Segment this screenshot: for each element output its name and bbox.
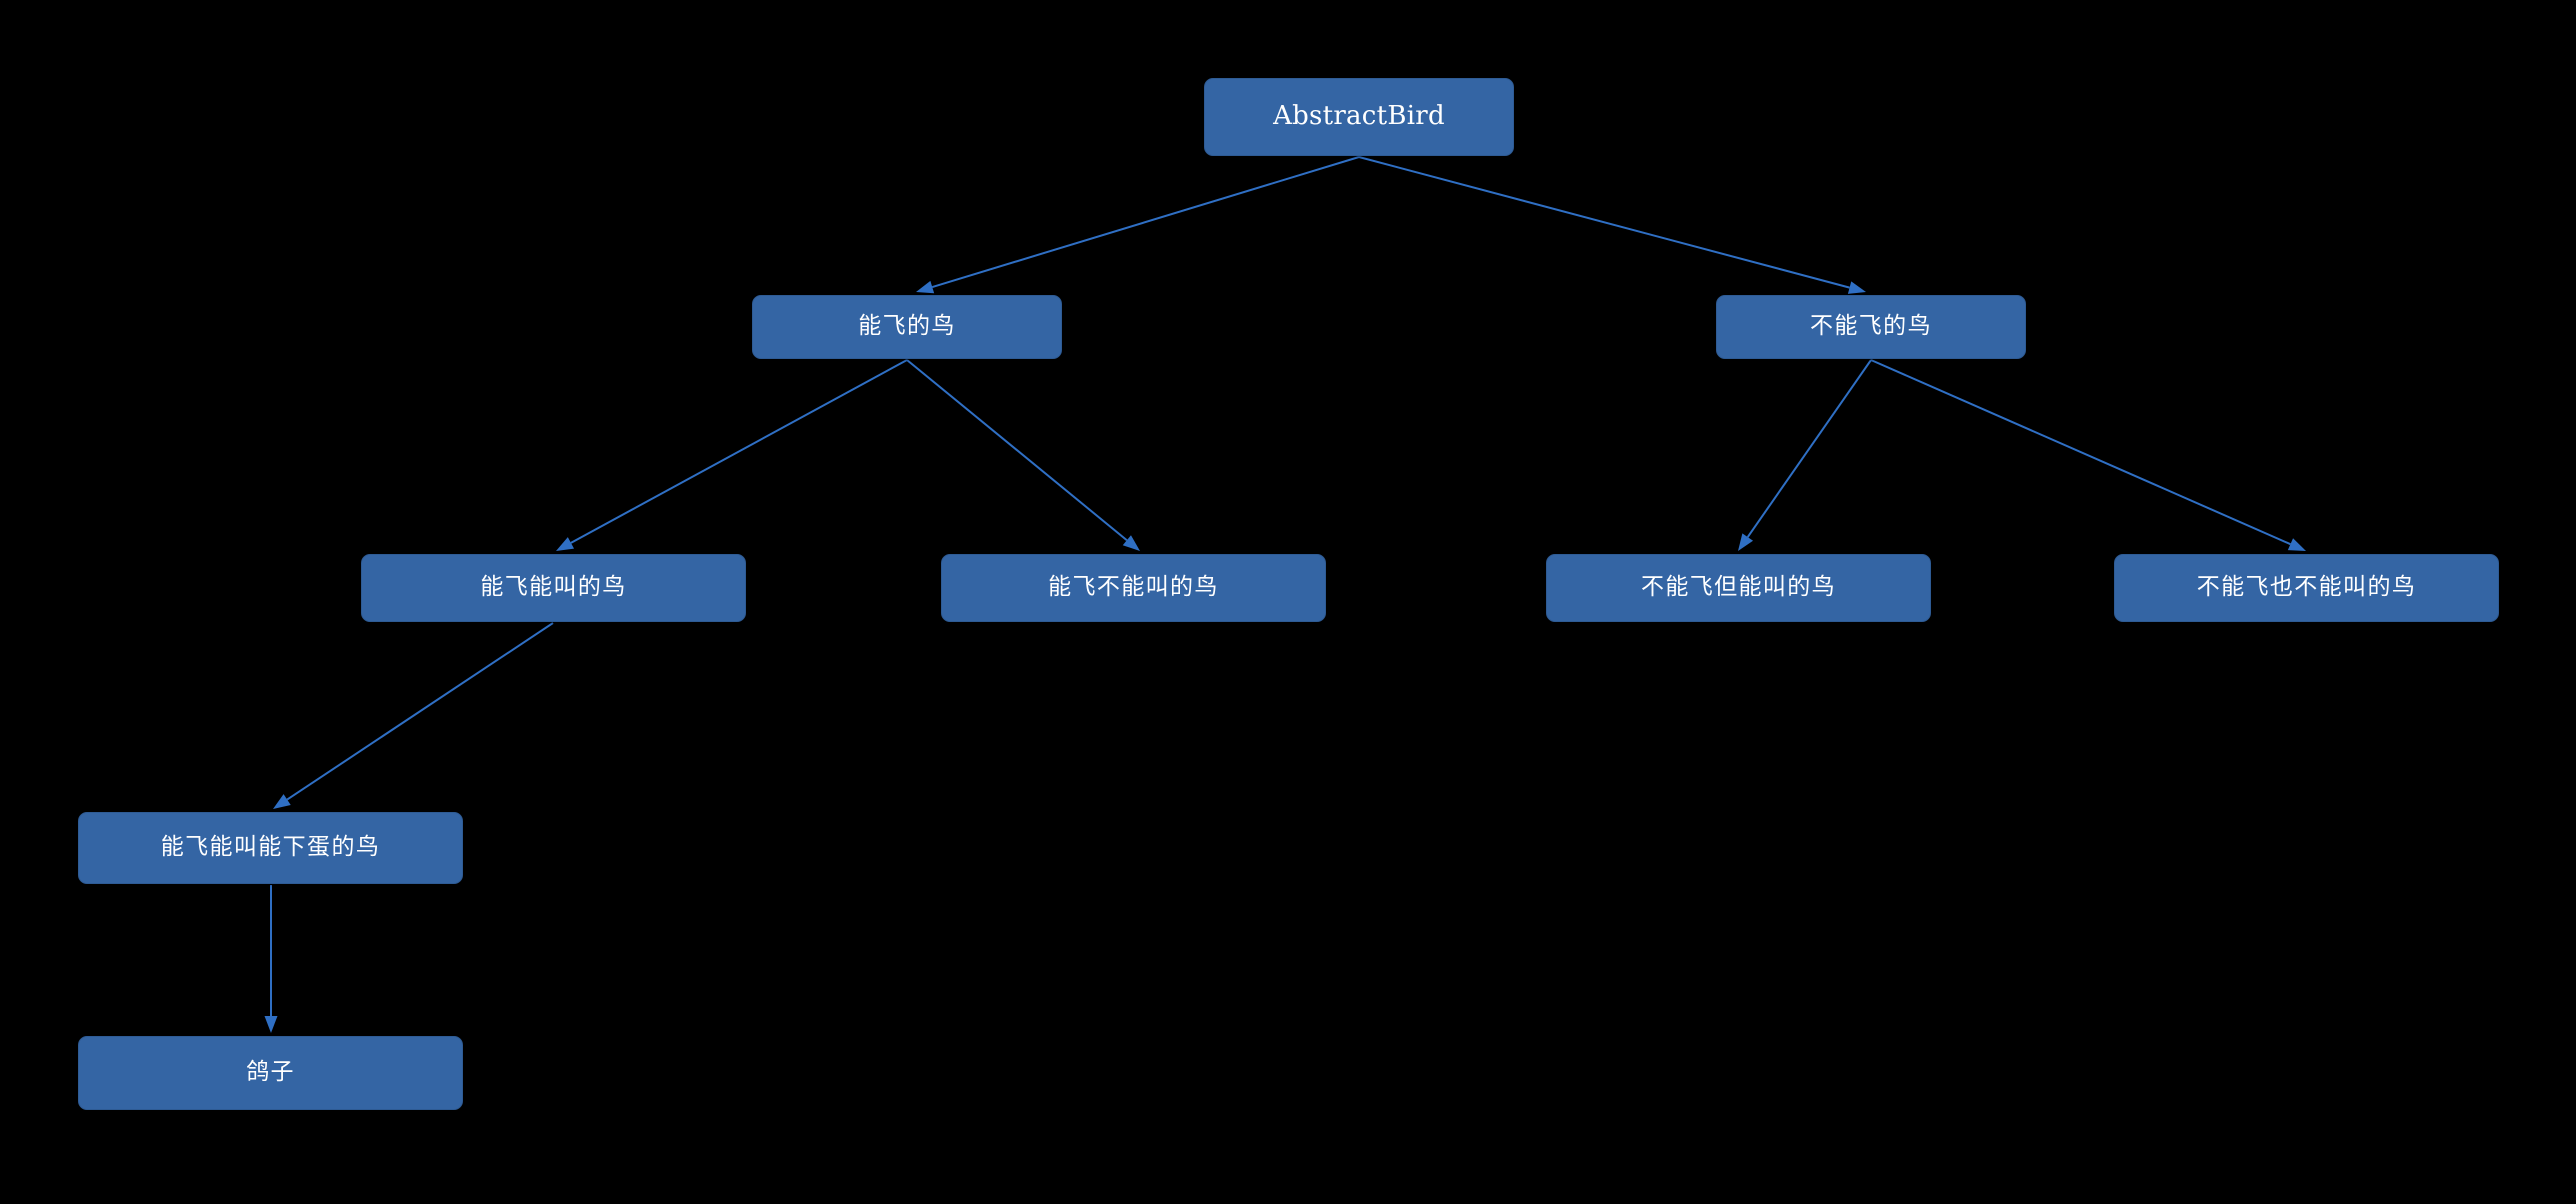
node-pigeon[interactable]: 鸽子 [78,1036,463,1110]
arrowhead-icon [556,537,575,551]
arrowhead-icon [1847,281,1866,294]
edge-canfly-to-canflycanchirp [556,359,908,551]
node-can-fly-chirp-lay-egg[interactable]: 能飞能叫能下蛋的鸟 [78,812,463,884]
edge-line [1870,359,2291,546]
arrowhead-icon [2287,538,2306,551]
edge-line [1746,359,1872,538]
node-cannot-fly-cannot-chirp[interactable]: 不能飞也不能叫的鸟 [2114,554,2499,622]
node-abstract-bird[interactable]: AbstractBird [1204,78,1514,156]
edge-canflycanchirp-to-laysegg [273,622,554,809]
arrowhead-icon [273,794,291,809]
edge-abstractbird-to-cannotfly [1358,156,1866,294]
arrowhead-icon [1738,533,1754,551]
node-can-fly[interactable]: 能飞的鸟 [752,295,1062,359]
edge-line [906,359,1128,541]
node-label: 鸽子 [246,1059,295,1086]
edge-laysegg-to-pigeon [264,885,278,1033]
node-can-fly-can-chirp[interactable]: 能飞能叫的鸟 [361,554,746,622]
edge-cannotfly-to-cannotflycanchirp [1738,359,1872,551]
node-label: 能飞能叫能下蛋的鸟 [160,834,381,861]
node-label: 能飞不能叫的鸟 [1048,574,1219,601]
node-label: AbstractBird [1273,101,1445,132]
node-can-fly-cannot-chirp[interactable]: 能飞不能叫的鸟 [941,554,1326,622]
node-cannot-fly[interactable]: 不能飞的鸟 [1716,295,2026,359]
node-label: 能飞的鸟 [858,313,956,340]
edge-line [1358,156,1850,289]
edge-line [286,622,554,801]
arrowhead-icon [916,280,935,294]
edge-canfly-to-canflycannotchirp [906,359,1140,551]
node-cannot-fly-can-chirp[interactable]: 不能飞但能叫的鸟 [1546,554,1931,622]
edge-abstractbird-to-canfly [916,156,1360,294]
node-label: 不能飞但能叫的鸟 [1640,574,1837,601]
edge-line [931,156,1360,289]
edge-line [570,359,908,544]
edge-cannotfly-to-cannotflycannotchirp [1870,359,2306,551]
node-label: 能飞能叫的鸟 [480,574,627,601]
arrowhead-icon [1122,535,1140,551]
arrowhead-icon [264,1016,278,1033]
node-label: 不能飞的鸟 [1810,313,1932,340]
node-label: 不能飞也不能叫的鸟 [2196,574,2417,601]
